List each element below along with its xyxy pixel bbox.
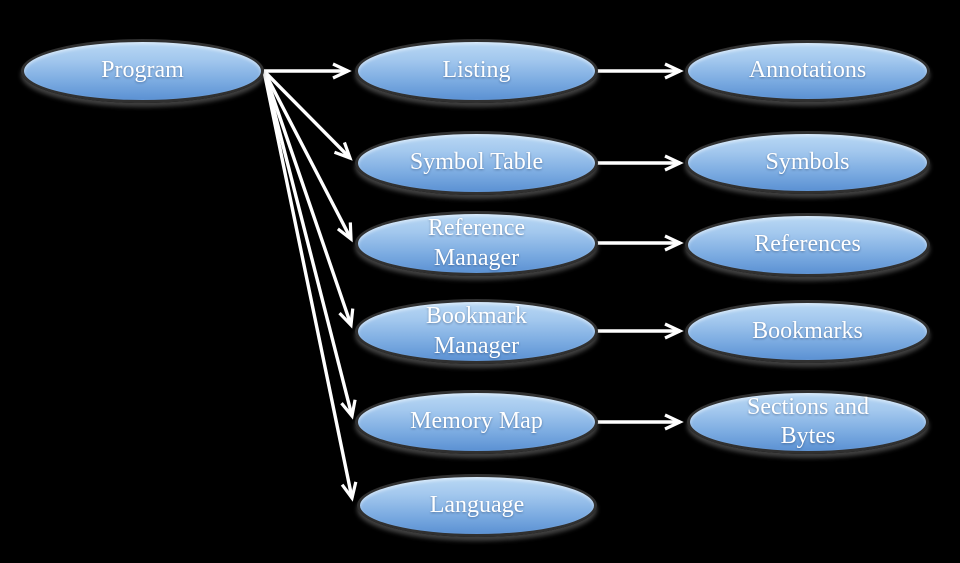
node-bookmark-manager-label: Bookmark Manager xyxy=(425,303,528,359)
connector-program-reference-manager xyxy=(262,70,353,243)
connector-program-bookmark-manager xyxy=(262,70,355,329)
node-symbols: Symbols xyxy=(685,131,930,194)
node-reference-manager: Reference Manager xyxy=(355,211,598,276)
node-symbols-label: Symbols xyxy=(765,148,850,175)
node-program: Program xyxy=(21,39,264,103)
node-listing: Listing xyxy=(355,39,598,103)
node-language-label: Language xyxy=(429,491,525,518)
node-memory-map: Memory Map xyxy=(355,390,598,454)
node-reference-manager-label: Reference Manager xyxy=(427,215,526,271)
node-listing-label: Listing xyxy=(442,57,511,84)
node-symbol-table: Symbol Table xyxy=(355,131,598,195)
node-bookmark-manager: Bookmark Manager xyxy=(355,299,598,364)
node-memory-map-label: Memory Map xyxy=(410,408,543,435)
node-sections-and-bytes-label: Sections and Bytes xyxy=(747,393,869,449)
node-bookmarks-label: Bookmarks xyxy=(752,317,863,344)
node-annotations: Annotations xyxy=(685,40,930,102)
node-annotations-label: Annotations xyxy=(748,57,867,84)
node-program-label: Program xyxy=(101,57,184,84)
node-references: References xyxy=(685,213,930,277)
node-symbol-table-label: Symbol Table xyxy=(409,149,544,176)
node-language: Language xyxy=(357,474,597,537)
connector-program-language xyxy=(262,70,358,502)
connector-program-memory-map xyxy=(262,70,357,420)
node-sections-and-bytes: Sections and Bytes xyxy=(687,390,929,454)
connector-program-symbol-table xyxy=(262,69,353,161)
node-bookmarks: Bookmarks xyxy=(685,300,930,363)
node-references-label: References xyxy=(754,231,861,258)
